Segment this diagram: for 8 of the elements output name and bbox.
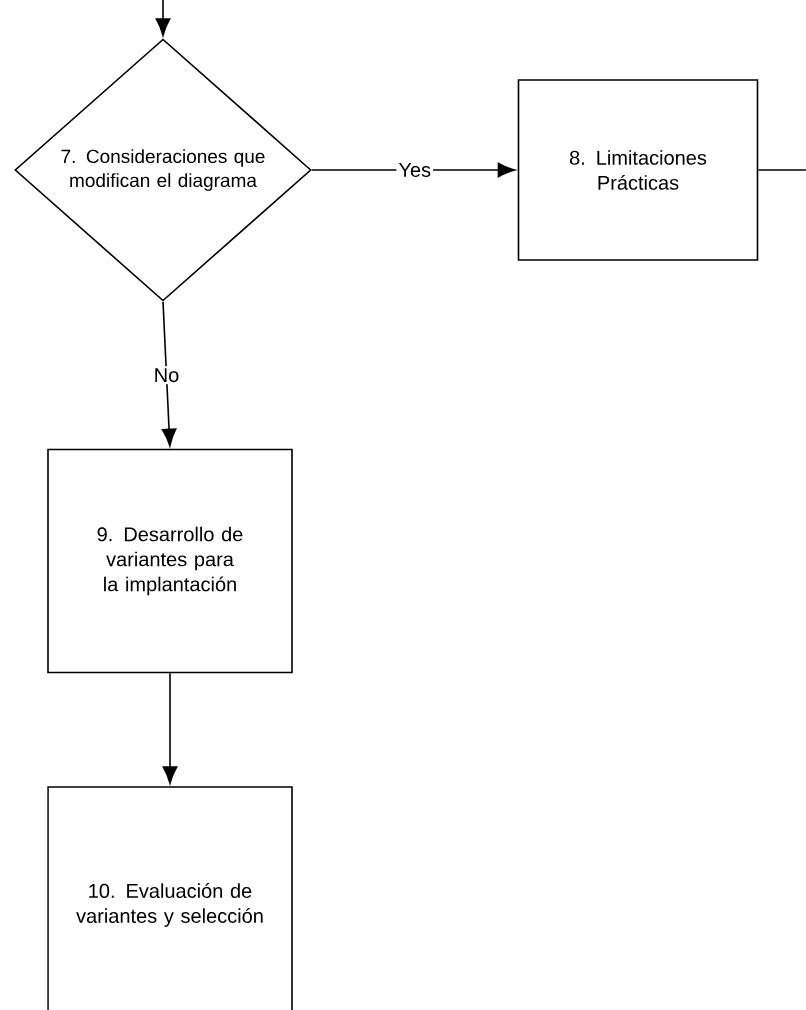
arrow (162, 672, 178, 784)
process-box: 8. Limitaciones Prácticas (517, 79, 759, 261)
process-box: 10. Evaluación de variantes y selección (47, 786, 293, 1010)
edge-label: Yes (396, 161, 434, 179)
edge-label: No (151, 366, 182, 385)
process-box: 9. Desarrollo de variantes para la implantación (47, 448, 293, 674)
arrow (155, 0, 171, 37)
arrow (161, 300, 177, 447)
